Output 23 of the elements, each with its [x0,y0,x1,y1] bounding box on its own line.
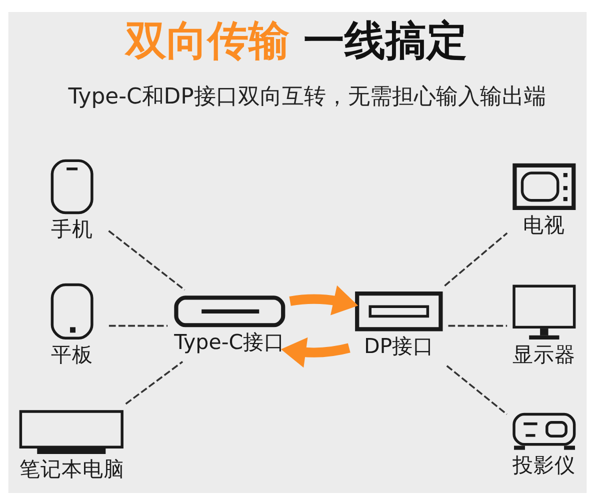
connector [108,230,186,290]
node-box [174,295,286,327]
connector [125,360,184,404]
label: Type-C和DP接口双向互转，无需担心输入输出端 [68,84,546,110]
node-label: DP接口 [364,334,434,358]
node-label: Type-C接口 [174,330,286,354]
node-label: 电视 [522,212,565,236]
node-label: 手机 [50,216,93,241]
connector [108,324,168,326]
node-box [50,158,94,214]
node-box [50,282,94,340]
connector [444,232,508,286]
node-box [355,291,443,331]
arrow [280,336,350,368]
node-label: 投影仪 [512,452,576,476]
node-label: 显示器 [512,342,576,366]
connector [446,364,508,414]
node-box [512,162,576,210]
node-label: 笔记本电脑 [19,456,124,480]
node-label: 平板 [50,342,93,366]
diagram-title: 双向传输 一线搞定 [126,16,468,64]
arrow [289,284,358,315]
connector [448,324,508,326]
